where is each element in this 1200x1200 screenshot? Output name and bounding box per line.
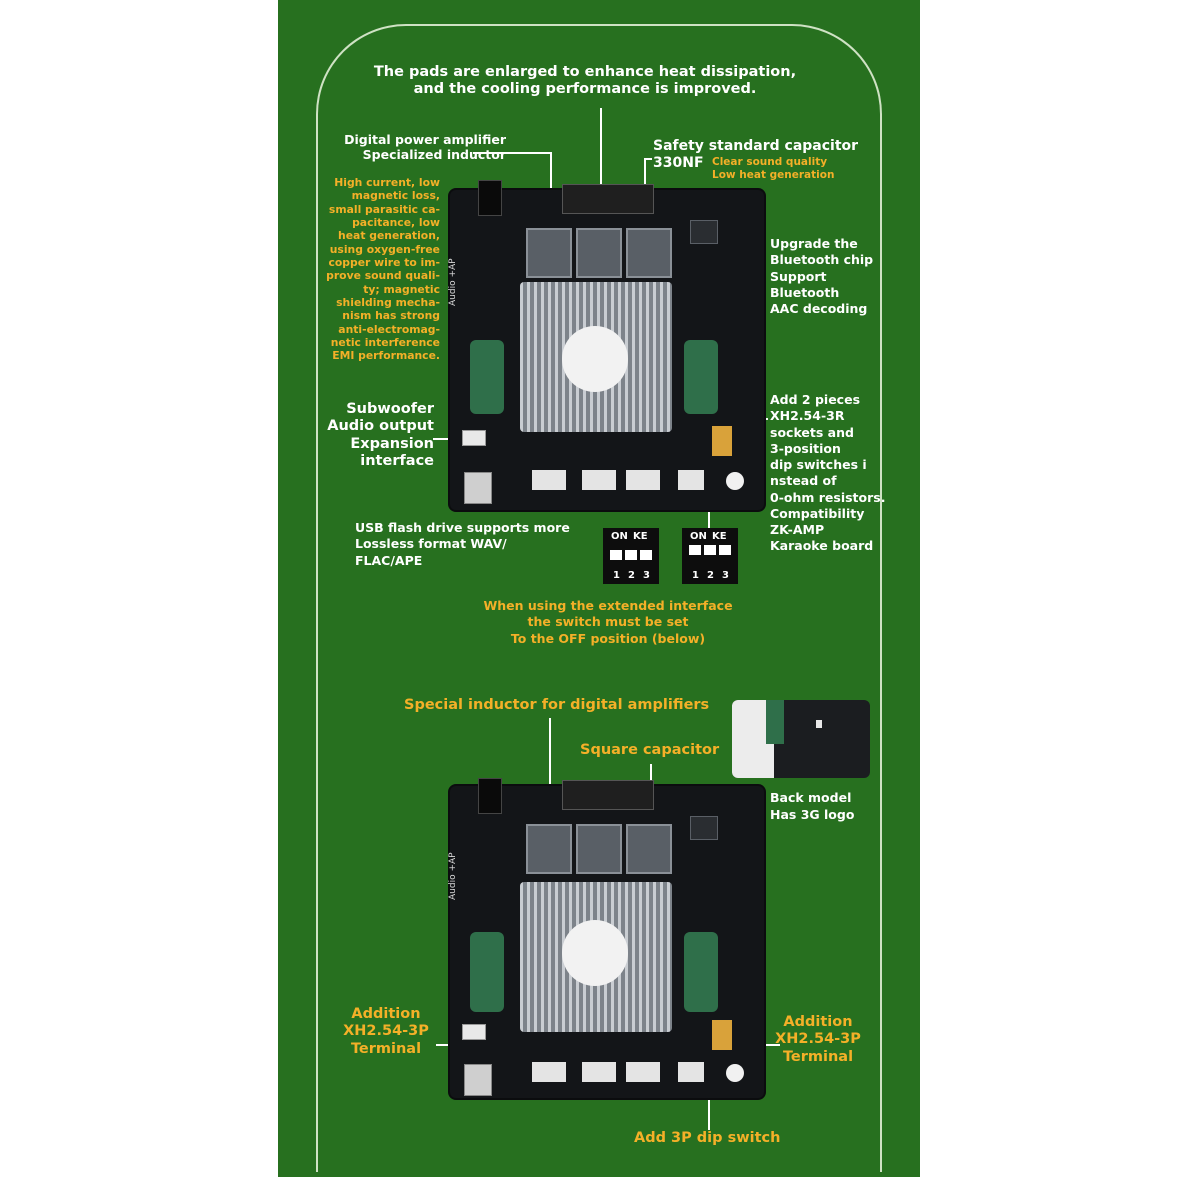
terminal-block xyxy=(562,780,654,810)
capacitor xyxy=(470,340,504,414)
capacitor xyxy=(684,932,718,1012)
panel-border xyxy=(316,24,882,1172)
pointer-line xyxy=(473,152,551,154)
pointer-line xyxy=(644,158,652,160)
dip-toggle xyxy=(689,545,701,555)
heat-dissipation-heading: The pads are enlarged to enhance heat di… xyxy=(373,64,797,98)
usb-port xyxy=(464,472,492,504)
speaker-connector xyxy=(582,1062,616,1082)
inductor xyxy=(576,824,622,874)
inductor xyxy=(526,228,572,278)
square-capacitor-label: Square capacitor xyxy=(580,742,720,758)
dip-toggle xyxy=(640,550,652,560)
pointer-line xyxy=(708,1074,710,1130)
subwoofer-socket xyxy=(462,1024,486,1040)
addition-right-label: Addition XH2.54-3P Terminal xyxy=(775,1014,861,1065)
dip-switch-diagram: ON KE 1 2 3 xyxy=(682,528,738,584)
amplifier-board-bottom: Audio +AP xyxy=(448,778,764,1098)
back-model-photo xyxy=(732,700,870,778)
speaker-connector xyxy=(626,470,660,490)
dip-switch-diagram: ON KE 1 2 3 xyxy=(603,528,659,584)
dip-socket xyxy=(712,426,732,456)
speaker-connector xyxy=(678,1062,704,1082)
knob xyxy=(726,1064,744,1082)
capacitor xyxy=(684,340,718,414)
capacitor xyxy=(766,700,784,744)
inductor xyxy=(626,824,672,874)
subwoofer-socket xyxy=(462,430,486,446)
dip-toggle xyxy=(625,550,637,560)
capacitor-description: Clear sound quality Low heat generation xyxy=(712,156,835,181)
capacitor-title: Safety standard capacitor 330NF xyxy=(653,138,859,171)
subwoofer-note: Subwoofer Audio output Expansion interfa… xyxy=(327,401,434,470)
dip-toggle xyxy=(704,545,716,555)
addition-left-label: Addition XH2.54-3P Terminal xyxy=(343,1006,429,1057)
sockets-note: Add 2 pieces XH2.54-3R sockets and 3-pos… xyxy=(770,392,886,554)
dip-switch-label: Add 3P dip switch xyxy=(634,1130,781,1146)
bluetooth-chip xyxy=(690,220,718,244)
back-model-note: Back model Has 3G logo xyxy=(770,790,855,822)
speaker-connector xyxy=(532,1062,566,1082)
speaker-connector xyxy=(532,470,566,490)
product-panel: The pads are enlarged to enhance heat di… xyxy=(278,0,920,1177)
knob xyxy=(726,472,744,490)
amplifier-board-top: Audio +AP xyxy=(448,180,764,510)
speaker-connector xyxy=(626,1062,660,1082)
usb-note: USB flash drive supports more Lossless f… xyxy=(355,520,570,568)
inductor xyxy=(626,228,672,278)
inductor-title: Digital power amplifier Specialized indu… xyxy=(344,132,506,162)
dip-toggle xyxy=(610,550,622,560)
pointer-line xyxy=(549,718,551,820)
board-label: Audio +AP xyxy=(448,852,458,900)
dc-jack xyxy=(478,778,502,814)
speaker-connector xyxy=(678,470,704,490)
fan-disc xyxy=(562,920,628,986)
capacitor xyxy=(470,932,504,1012)
inductor xyxy=(576,228,622,278)
speaker-connector xyxy=(582,470,616,490)
special-inductor-label: Special inductor for digital amplifiers xyxy=(404,697,710,713)
pointer-line xyxy=(433,438,455,440)
board-label: Audio +AP xyxy=(448,258,458,306)
dip-toggle xyxy=(719,545,731,555)
bluetooth-chip xyxy=(690,816,718,840)
usb-port xyxy=(464,1064,492,1096)
inductor xyxy=(526,824,572,874)
bluetooth-note: Upgrade the Bluetooth chip Support Bluet… xyxy=(770,236,874,316)
dc-jack xyxy=(478,180,502,216)
inductor-description: High current, low magnetic loss, small p… xyxy=(326,176,440,363)
pointer-line xyxy=(436,1044,458,1046)
terminal-block xyxy=(562,184,654,214)
fan-disc xyxy=(562,326,628,392)
dip-socket xyxy=(712,1020,732,1050)
switch-note: When using the extended interface the sw… xyxy=(483,598,733,646)
